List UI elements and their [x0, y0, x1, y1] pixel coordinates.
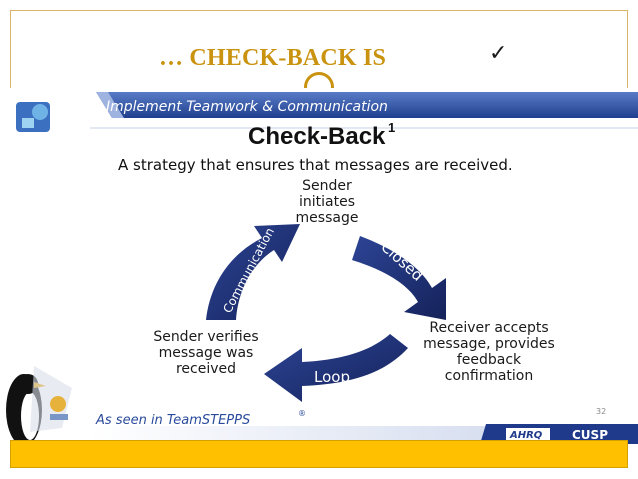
slide-subtitle: A strategy that ensures that messages ar… [118, 156, 513, 174]
check-mark-icon: ✓ [489, 41, 507, 66]
node-top-line-1: Sender [262, 178, 392, 194]
puzzle-logo-icon [16, 102, 50, 132]
node-sender-initiates: Sender initiates message [262, 178, 392, 226]
node-left-line-3: received [136, 361, 276, 377]
node-right-line-1: Receiver accepts [404, 320, 574, 336]
node-right-line-3: feedback [404, 352, 574, 368]
node-top-line-2: initiates [262, 194, 392, 210]
banner-text: Implement Teamwork & Communication [106, 99, 388, 115]
node-right-line-2: message, provides [404, 336, 574, 352]
node-left-line-2: message was [136, 345, 276, 361]
page-number: 32 [596, 407, 606, 416]
footer-note: As seen in TeamSTEPPS [95, 413, 250, 428]
node-receiver-accepts: Receiver accepts message, provides feedb… [404, 320, 574, 384]
slide-title: … CHECK-BACK IS [159, 45, 499, 72]
footer-bar [10, 440, 628, 468]
footer-registered-mark: ® [298, 409, 306, 418]
arrow-loop-label: Loop [314, 368, 350, 386]
banner: Implement Teamwork & Communication [96, 92, 638, 118]
node-left-line-1: Sender verifies [136, 329, 276, 345]
node-right-line-4: confirmation [404, 368, 574, 384]
node-top-line-3: message [262, 210, 392, 226]
slide-canvas: Implement Teamwork & Communication Check… [0, 88, 638, 444]
slide-heading: Check-Back [248, 123, 386, 150]
node-sender-verifies: Sender verifies message was received [136, 329, 276, 377]
embedded-slide: Implement Teamwork & Communication Check… [0, 88, 638, 444]
heading-superscript: 1 [388, 120, 395, 135]
